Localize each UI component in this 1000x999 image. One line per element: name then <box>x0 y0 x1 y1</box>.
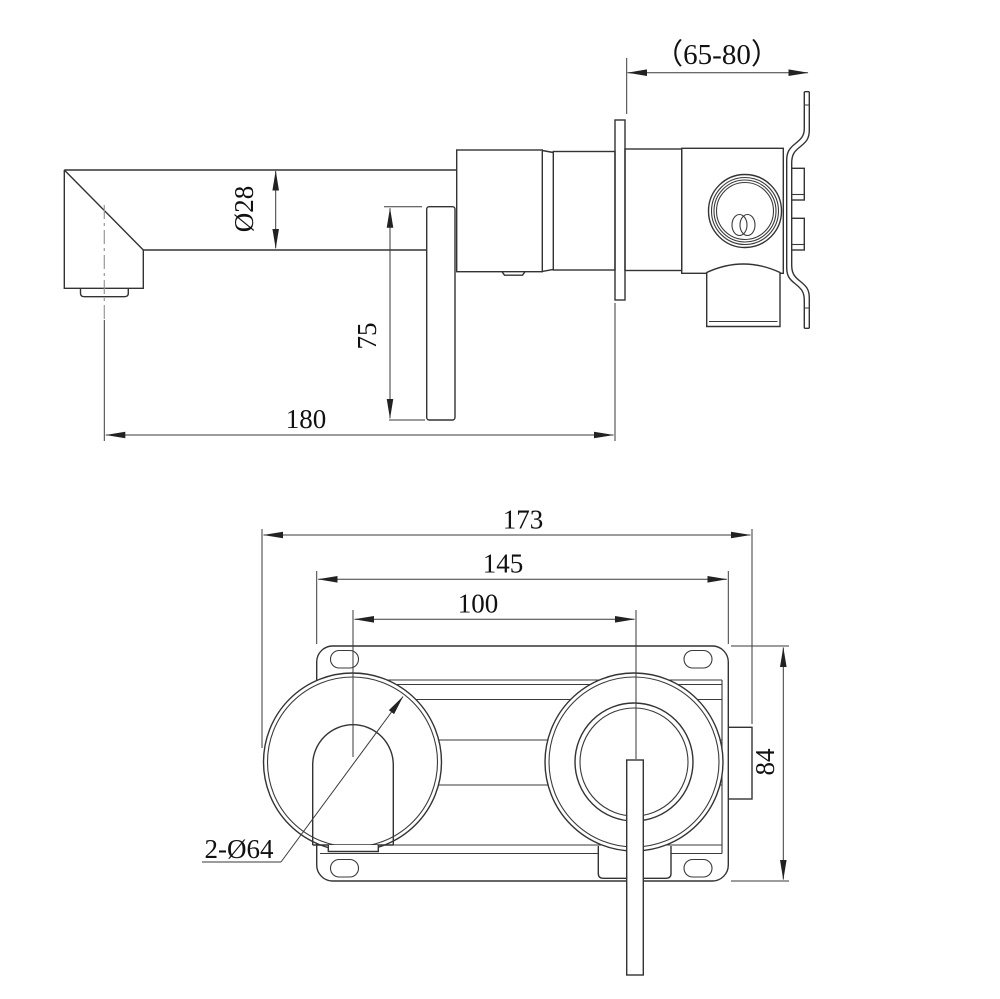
dim-label-spout-reach: 180 <box>286 404 327 434</box>
front-view: 173 145 100 84 2-Ø64 <box>202 505 789 976</box>
block-outlet <box>706 263 781 328</box>
spout-front-bar <box>626 759 645 976</box>
handle-boss-step <box>327 845 379 853</box>
mounting-slots <box>329 649 713 878</box>
dim-label-lever-height: 75 <box>352 323 382 350</box>
dim-label-escutcheon-holes: 2-Ø64 <box>205 834 274 864</box>
dim-spout-diameter: Ø28 <box>229 170 280 249</box>
body-taper <box>542 149 554 273</box>
valve-body <box>456 149 544 273</box>
cartridge-housing <box>552 150 616 271</box>
dim-label-hole-centers: 100 <box>458 589 499 619</box>
dim-label-spout-diameter: Ø28 <box>229 186 259 233</box>
dim-spout-reach: 180 <box>103 303 616 441</box>
mounting-slot-top-left <box>329 649 360 669</box>
dim-lever-height: 75 <box>352 206 425 421</box>
dim-plate-width: 145 <box>316 549 729 644</box>
mounting-slot-bottom-right <box>683 858 713 878</box>
wall-connector <box>624 148 683 272</box>
pipe-stub-lower <box>791 217 806 251</box>
handle-lever <box>426 205 456 421</box>
dim-label-plate-height: 84 <box>750 748 780 776</box>
dim-hole-centers: 100 <box>352 589 637 759</box>
spout-outline <box>63 169 457 298</box>
side-tab <box>727 726 753 800</box>
dim-label-depth-range: （65-80） <box>654 39 780 71</box>
spout-aerator-lip <box>79 288 129 298</box>
dim-label-plate-width: 145 <box>483 549 524 579</box>
dim-plate-height: 84 <box>731 645 789 882</box>
set-screw <box>500 271 527 276</box>
mounting-slot-bottom-left <box>329 858 360 878</box>
wall-bracket <box>786 91 810 329</box>
dim-escutcheon-holes: 2-Ø64 <box>202 696 404 864</box>
cartridge-rings <box>707 173 783 249</box>
dim-overall-width: 173 <box>261 505 753 748</box>
mounting-slot-top-right <box>683 649 713 669</box>
side-view: （65-80） Ø28 75 180 <box>63 39 810 441</box>
dim-label-overall-width: 173 <box>503 505 544 535</box>
dim-depth-range: （65-80） <box>626 39 809 114</box>
wall-flange <box>614 119 626 301</box>
mixer-block <box>681 147 785 275</box>
pipe-stub-upper <box>791 167 806 201</box>
